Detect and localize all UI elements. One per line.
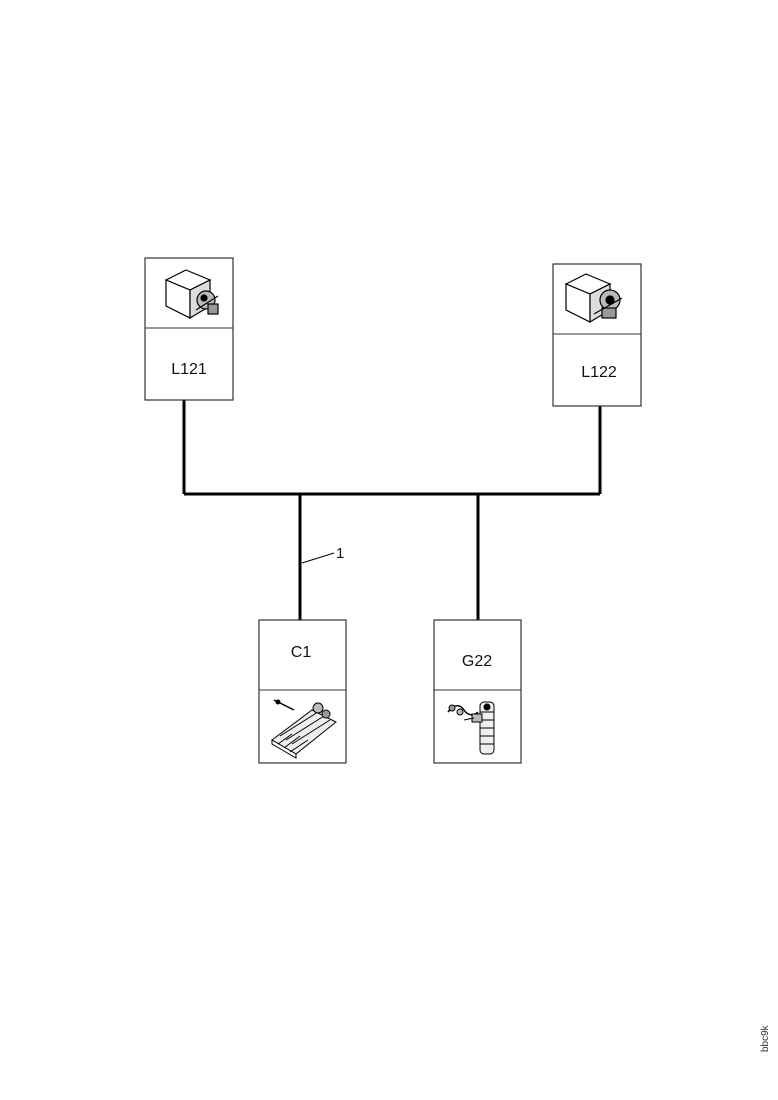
component-l121: L121 (144, 257, 234, 401)
relay-icon (564, 273, 623, 324)
wire-callout: 1 (301, 545, 344, 564)
l121-label: L121 (171, 361, 207, 378)
callout-leader (301, 552, 335, 564)
relay-icon (164, 269, 219, 320)
component-g22: G22 (433, 619, 522, 764)
g22-label: G22 (462, 653, 492, 670)
watermark-code: bbc9k (760, 1024, 771, 1052)
g22-box (433, 619, 522, 764)
component-c1: C1 (258, 619, 347, 764)
l122-label: L122 (581, 364, 617, 381)
callout-label: 1 (336, 545, 344, 562)
sensor-icon (447, 701, 495, 755)
c1-label: C1 (291, 644, 312, 661)
wiring (182, 400, 602, 620)
component-l122: L122 (552, 263, 642, 407)
connector-block-icon (271, 699, 337, 759)
